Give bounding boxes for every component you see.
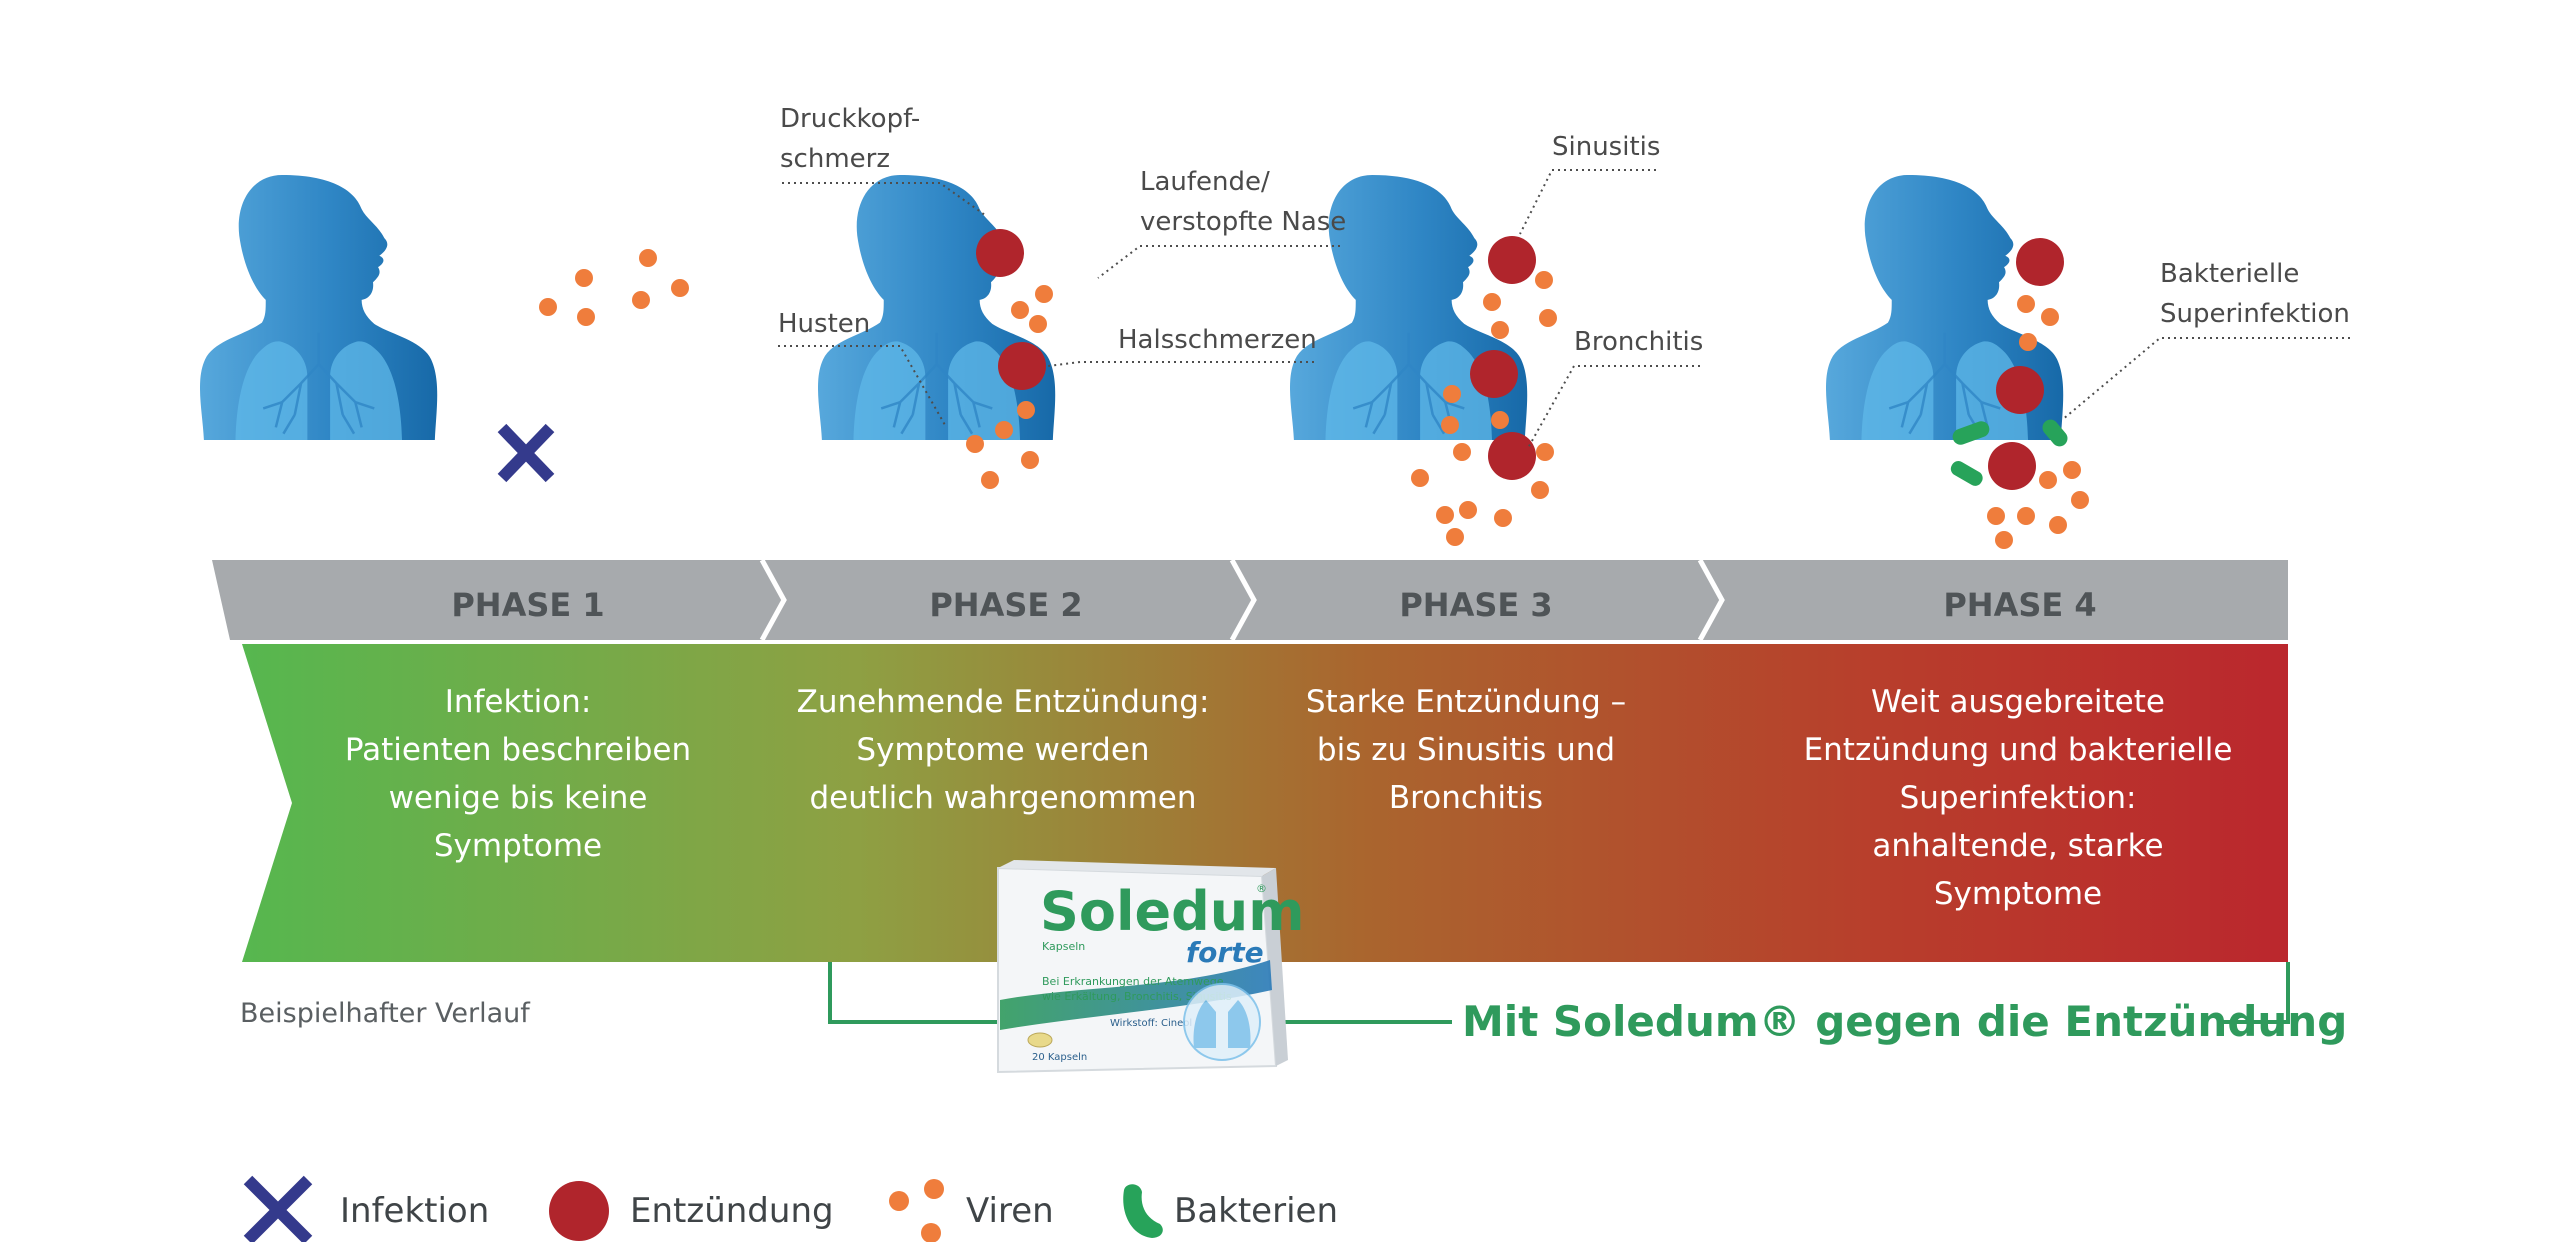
annotation-husten: Husten (778, 309, 946, 426)
svg-text:Laufende/: Laufende/ (1140, 167, 1270, 197)
inflammation-markers (1988, 238, 2064, 490)
phase-4-label: PHASE 4 (1943, 586, 2096, 624)
phase-3-figure (1290, 175, 1557, 546)
virus-particles (1411, 271, 1557, 546)
legend: Infektion Entzündung Viren Bakterien (243, 1175, 1338, 1242)
package-brand: Soledum (1040, 880, 1305, 943)
svg-text:Bronchitis: Bronchitis (1574, 327, 1703, 357)
svg-text:Symptome werden: Symptome werden (856, 732, 1149, 768)
svg-text:Infektion: Infektion (340, 1191, 489, 1231)
virus-particles (966, 285, 1053, 489)
cross-icon (243, 1175, 313, 1242)
package-count: 20 Kapseln (1032, 1052, 1087, 1063)
package-reg: ® (1256, 882, 1267, 895)
annotation-halsschmerzen: Halsschmerzen (1047, 325, 1317, 367)
phase-2-label: PHASE 2 (929, 586, 1082, 624)
legend-item-viren: Viren (889, 1179, 1054, 1242)
phase-header-bar: PHASE 1 PHASE 2 PHASE 3 PHASE 4 (212, 558, 2288, 642)
bacteria-markers (1950, 419, 2068, 486)
inflammation-dot-icon (549, 1181, 609, 1241)
phase-4-figure (1826, 175, 2089, 549)
svg-text:wenige bis keine: wenige bis keine (389, 780, 648, 816)
soledum-claim: Mit Soledum® gegen die Entzündung (1462, 997, 2347, 1046)
svg-text:Halsschmerzen: Halsschmerzen (1118, 325, 1317, 355)
phase-description-bar: Infektion: Patienten beschreiben wenige … (242, 644, 2288, 962)
svg-text:Bakterielle: Bakterielle (2160, 259, 2299, 289)
svg-text:Entzündung und bakterielle: Entzündung und bakterielle (1804, 732, 2233, 768)
svg-text:Symptome: Symptome (434, 828, 602, 864)
phase-2-figure (818, 175, 1057, 489)
annotation-bronchitis: Bronchitis (1527, 327, 1703, 449)
package-ingredient: Wirkstoff: Cineol (1110, 1018, 1192, 1029)
virus-particles (539, 249, 689, 326)
svg-text:Superinfektion:: Superinfektion: (1900, 780, 2137, 816)
soledum-bracket (828, 962, 2290, 1024)
phase-2-description: Zunehmende Entzündung: Symptome werden d… (797, 684, 1210, 816)
annotation-superinfektion: Bakterielle Superinfektion (2061, 259, 2350, 421)
svg-text:deutlich wahrgenommen: deutlich wahrgenommen (809, 780, 1196, 816)
svg-text:Husten: Husten (778, 309, 870, 339)
phase-4-description: Weit ausgebreitete Entzündung und bakter… (1804, 684, 2233, 912)
package-indication-1: Bei Erkrankungen der Atemwege (1042, 975, 1224, 988)
package-type: Kapseln (1042, 940, 1085, 953)
footnote: Beispielhafter Verlauf (240, 998, 531, 1029)
svg-text:Symptome: Symptome (1934, 876, 2102, 912)
svg-text:Bakterien: Bakterien (1174, 1191, 1338, 1231)
svg-text:Zunehmende Entzündung:: Zunehmende Entzündung: (797, 684, 1210, 720)
soledum-package: Soledum ® Kapseln forte Bei Erkrankungen… (997, 860, 1305, 1074)
svg-text:verstopfte Nase: verstopfte Nase (1140, 207, 1346, 237)
virus-dots-icon (889, 1179, 944, 1242)
inflammation-markers (976, 229, 1046, 390)
package-variant: forte (1186, 936, 1264, 969)
annotation-nase: Laufende/ verstopfte Nase (1097, 167, 1346, 279)
phase-3-description: Starke Entzündung – bis zu Sinusitis und… (1306, 684, 1626, 816)
legend-item-bakterien: Bakterien (1123, 1184, 1338, 1238)
infection-cross-icon (497, 423, 555, 483)
phase-1-label: PHASE 1 (451, 586, 604, 624)
bacterium-icon (1123, 1184, 1163, 1238)
svg-text:bis zu Sinusitis und: bis zu Sinusitis und (1317, 732, 1615, 768)
package-indication-2: wie Erkältung, Bronchitis, Sinusitis (1042, 990, 1232, 1003)
package-lung-icon (1183, 983, 1261, 1061)
svg-text:Infektion:: Infektion: (445, 684, 592, 720)
inflammation-markers (1470, 236, 1536, 480)
svg-text:Starke Entzündung –: Starke Entzündung – (1306, 684, 1626, 720)
svg-text:Sinusitis: Sinusitis (1552, 132, 1660, 162)
legend-item-infektion: Infektion (243, 1175, 489, 1242)
phase-3-label: PHASE 3 (1399, 586, 1552, 624)
annotation-sinusitis: Sinusitis (1519, 132, 1660, 235)
svg-text:Weit ausgebreitete: Weit ausgebreitete (1871, 684, 2165, 720)
svg-text:Entzündung: Entzündung (630, 1191, 834, 1231)
annotation-druckkopfschmerz: Druckkopf- schmerz (780, 104, 986, 216)
phase-1-description: Infektion: Patienten beschreiben wenige … (345, 684, 691, 864)
svg-text:schmerz: schmerz (780, 144, 890, 174)
svg-text:Patienten beschreiben: Patienten beschreiben (345, 732, 691, 768)
virus-particles (1987, 295, 2089, 549)
svg-text:Druckkopf-: Druckkopf- (780, 104, 920, 134)
phase-1-figure (200, 175, 689, 483)
svg-text:anhaltende, starke: anhaltende, starke (1872, 828, 2163, 864)
legend-item-entzuendung: Entzündung (549, 1181, 834, 1241)
svg-text:Viren: Viren (966, 1191, 1054, 1231)
svg-text:Bronchitis: Bronchitis (1389, 780, 1543, 816)
svg-text:Superinfektion: Superinfektion (2160, 299, 2350, 329)
